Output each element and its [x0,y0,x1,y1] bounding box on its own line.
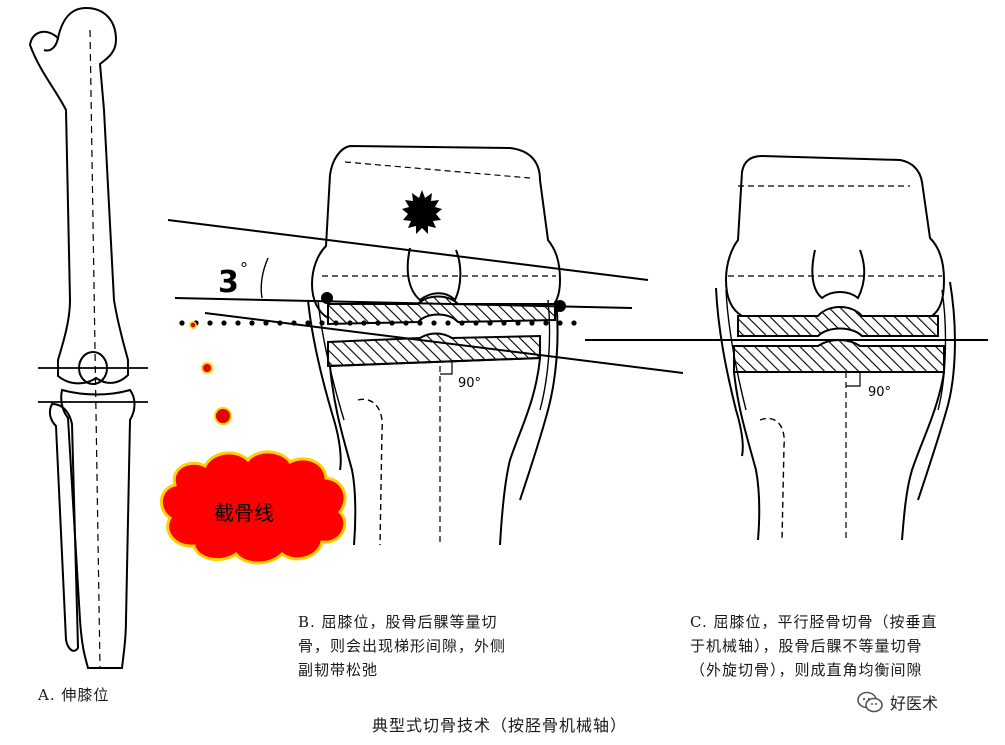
intercondylar-notch-b [406,247,462,302]
medial-ligament-c [917,281,956,501]
dotted-line-dot [389,320,395,326]
dotted-line-dot [571,320,577,326]
lateral-ligament-inner-b [317,299,345,421]
fibula-b [357,398,383,546]
femur-condyle-outline-b [310,144,562,320]
lateral-ligament-inner-c [725,289,747,411]
dotted-line-dot [501,320,507,326]
tibia-shaft-b [329,356,542,546]
dotted-line-dot [431,320,437,326]
dotted-line-dot [333,320,339,326]
starburst-icon [402,190,442,234]
dotted-line-dot [473,320,479,326]
anterior-rotation-line [167,219,649,281]
dotted-line-dot [557,320,563,326]
caption-c: C. 屈膝位，平行胫骨切骨（按垂直 于机械轴），股骨后髁不等量切骨 （外旋切骨）… [690,613,938,679]
dotted-line-dot [417,320,423,326]
femur-outline [28,6,129,385]
fibula-c [759,417,785,541]
cut-lines [167,219,988,374]
watermark: 好医术 [856,690,938,714]
right-angle-mark-b [440,362,453,375]
dotted-line-dot [403,320,409,326]
tibial-line-b [204,312,684,374]
dotted-line-dot [515,320,521,326]
dotted-line-dot [487,320,493,326]
red-dot-large [214,407,232,425]
tibia-shaft-left-b [329,365,357,546]
posterior-condylar-line [174,297,633,309]
dotted-line-dot [235,320,241,326]
angle-arc [260,257,269,299]
femur-condyle-outline-c [724,154,946,317]
dotted-line-dot [543,320,549,326]
dotted-line-dot [207,320,213,326]
right-angle-label-c: 90° [868,385,891,400]
dotted-line-dot [347,320,353,326]
red-dot-small [189,321,197,329]
right-angle-label-b: 90° [458,376,481,391]
tibia-shaft-right-c [901,371,945,541]
right-angle-mark-c [846,372,861,387]
caption-a: A. 伸膝位 [38,686,110,704]
dotted-line-dot [221,320,227,326]
medial-ligament-inner-c [937,289,947,411]
mechanical-axis-a [89,29,101,669]
red-dots [189,321,232,425]
dotted-line-dot [263,320,269,326]
dotted-line-dot [459,320,465,326]
tibia-shaft-left-c [733,371,761,541]
dotted-line-dot [291,320,297,326]
medial-ligament-b [519,299,559,501]
dotted-line-dot [305,320,311,326]
femur-neck-detail [43,37,59,52]
dotted-line-dot [529,320,535,326]
dotted-line-dot [277,320,283,326]
dotted-line-dot [179,320,185,326]
angle-value-label: 3 [218,265,239,300]
dotted-line-dot [375,320,381,326]
cloud-label: 截骨线 [214,501,274,525]
tibia-resection-hatch-c [733,339,945,373]
intercondylar-notch-c [811,249,866,300]
medial-ligament-inner-b [539,299,551,411]
cloud-shape [159,450,347,565]
dotted-line-dot [361,320,367,326]
dotted-line-dot [319,320,325,326]
dotted-line-dot [445,320,451,326]
watermark-text: 好医术 [890,694,939,713]
lateral-ligament-b [307,299,342,471]
figure-a-extended-leg [28,6,148,669]
red-dot-medium [201,362,213,374]
dotted-line-dot [249,320,255,326]
fibula-outline [48,402,80,652]
femur-resection-hatch-b [327,295,556,326]
femur-resection-hatch-c [737,306,939,337]
figure-title: 典型式切骨技术（按胫骨机械轴） [372,716,628,735]
femur-anterior-cut-b [344,161,531,179]
caption-b: B. 屈膝位，股骨后髁等量切 骨，则会出现梯形间隙，外侧 副韧带松弛 [298,613,507,679]
figure-b-flexed-knee: 90° [307,144,566,546]
lateral-ligament-c [715,287,744,457]
tibia-outline [60,388,136,669]
osteotomy-cloud-callout: 截骨线 [159,450,347,565]
figure-c-flexed-knee: 90° [715,154,956,541]
tibia-resection-hatch-b [327,332,541,368]
angle-unit-label: ° [240,259,248,278]
wechat-icon [857,691,883,713]
dotted-osteotomy-line [179,320,577,326]
